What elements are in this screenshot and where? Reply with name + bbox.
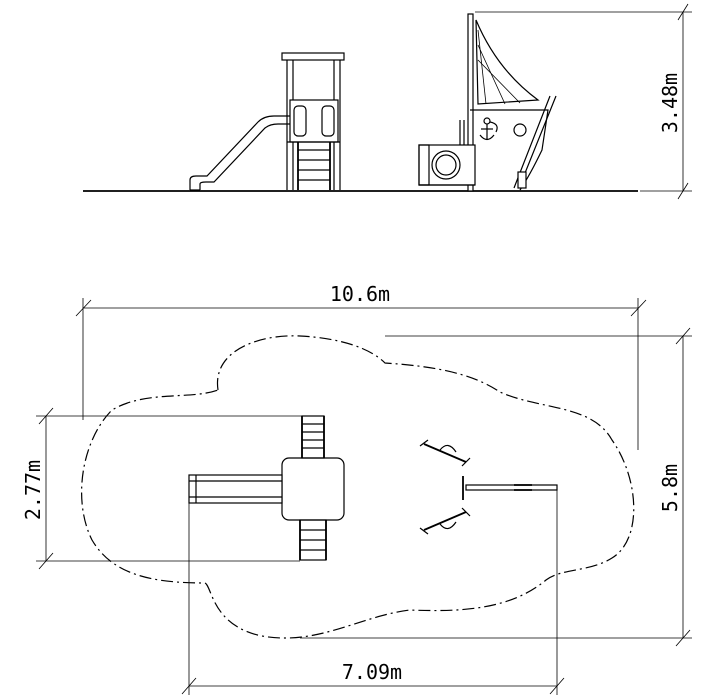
slide-elevation (189, 115, 290, 191)
tower-plan (188, 415, 345, 561)
equipment-length-dimension (181, 490, 565, 695)
overall-width-dimension (75, 298, 647, 450)
overall-width-label: 10.6m (330, 282, 390, 306)
porthole-icon (513, 123, 527, 137)
safety-zone-outline (81, 335, 635, 639)
height-label: 3.48m (658, 73, 682, 133)
plan-view (36, 298, 692, 695)
anchor-icon (479, 117, 498, 141)
overall-depth-dimension (300, 327, 692, 647)
height-dimension (475, 3, 692, 200)
ship-elevation (418, 13, 557, 192)
tower-depth-dimension (36, 407, 302, 570)
tower-depth-label: 2.77m (21, 460, 45, 520)
elevation-view (83, 3, 692, 200)
equipment-length-label: 7.09m (342, 660, 402, 684)
tower-elevation (281, 52, 345, 190)
ship-plan (419, 439, 558, 535)
overall-depth-label: 5.8m (658, 464, 682, 512)
